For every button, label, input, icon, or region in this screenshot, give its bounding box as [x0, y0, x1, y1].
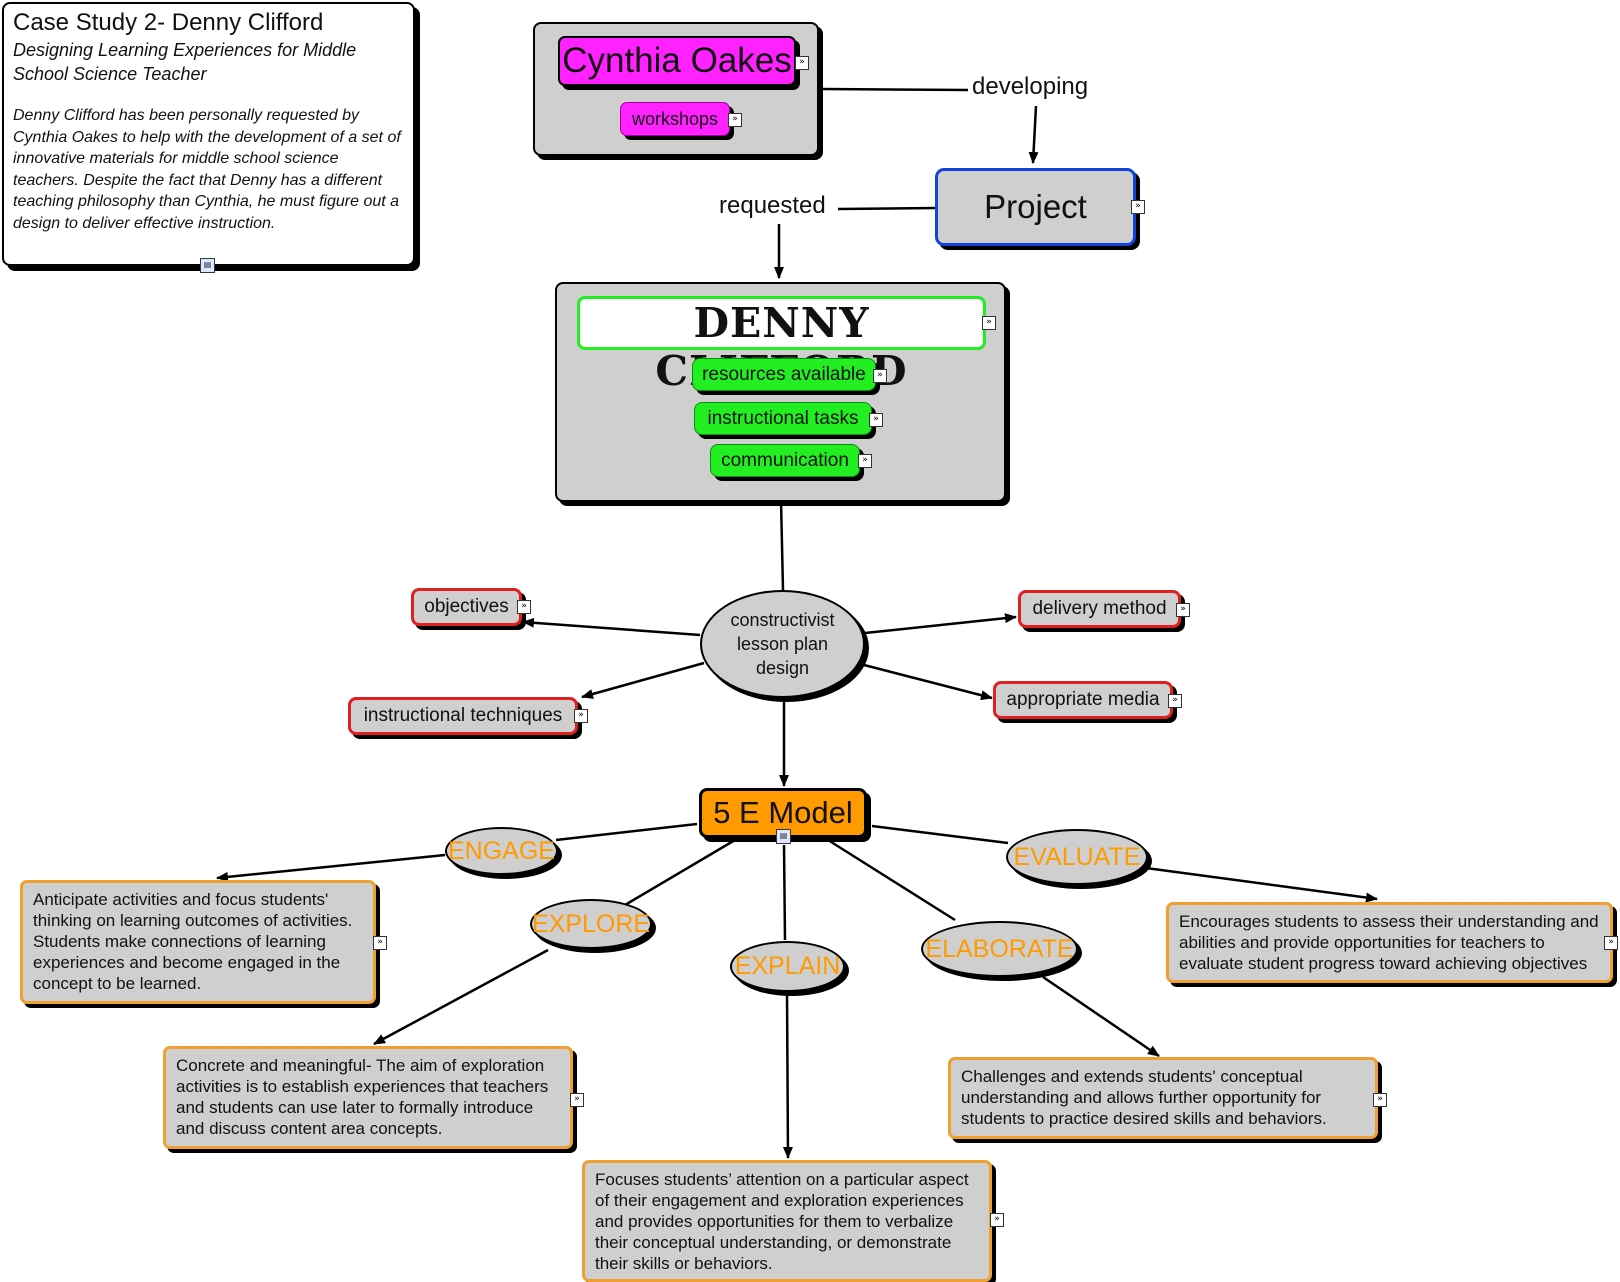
- explore-description-box[interactable]: Concrete and meaningful- The aim of expl…: [163, 1046, 573, 1149]
- expand-icon[interactable]: »: [795, 56, 809, 70]
- engage-node[interactable]: ENGAGE: [445, 827, 558, 875]
- line-model-evaluate: [871, 824, 1009, 845]
- line-engage-box: [216, 853, 446, 882]
- engage-description: Anticipate activities and focus students…: [33, 890, 353, 993]
- line-center-techniques: [581, 661, 705, 699]
- engage-label: ENGAGE: [448, 836, 555, 865]
- project-label: Project: [984, 188, 1087, 225]
- expand-icon[interactable]: »: [517, 600, 531, 614]
- evaluate-description: Encourages students to assess their unde…: [1179, 912, 1599, 973]
- resources-available-node[interactable]: resources available: [692, 358, 876, 391]
- five-e-model-label: 5 E Model: [713, 795, 853, 830]
- instructional-techniques-node[interactable]: instructional techniques: [348, 697, 578, 735]
- line-explore-box: [373, 948, 549, 1046]
- elaborate-node[interactable]: ELABORATE: [921, 921, 1078, 977]
- case-study-subtitle: Designing Learning Experiences for Middl…: [13, 40, 357, 84]
- line-elaborate-box: [1042, 975, 1160, 1058]
- link-label-developing: developing: [970, 73, 1091, 101]
- appropriate-media-node[interactable]: appropriate media: [993, 681, 1173, 719]
- line-model-explore: [624, 838, 736, 907]
- instructional-techniques-label: instructional techniques: [363, 705, 563, 726]
- communication-label: communication: [721, 450, 849, 471]
- expand-icon[interactable]: »: [990, 1213, 1004, 1227]
- expand-icon[interactable]: »: [574, 709, 588, 723]
- expand-icon[interactable]: »: [1373, 1093, 1387, 1107]
- line-model-engage: [555, 822, 698, 842]
- explore-description: Concrete and meaningful- The aim of expl…: [176, 1056, 549, 1138]
- elaborate-description-box[interactable]: Challenges and extends students' concept…: [948, 1057, 1378, 1139]
- resources-available-label: resources available: [702, 364, 866, 385]
- case-study-body: Denny Clifford has been personally reque…: [13, 107, 401, 232]
- instructional-tasks-label: instructional tasks: [707, 408, 859, 429]
- elaborate-description: Challenges and extends students' concept…: [961, 1067, 1327, 1128]
- expand-icon[interactable]: »: [1168, 694, 1182, 708]
- constructivist-design-node[interactable]: constructivist lesson plan design: [700, 590, 865, 698]
- workshops-label: workshops: [631, 109, 719, 129]
- engage-description-box[interactable]: Anticipate activities and focus students…: [20, 880, 376, 1004]
- line-center-objectives: [522, 617, 701, 637]
- expand-icon[interactable]: »: [869, 413, 883, 427]
- line-explain-box: [782, 991, 793, 1159]
- case-study-box: Case Study 2- Denny Clifford Designing L…: [2, 2, 415, 266]
- expand-icon[interactable]: »: [1131, 200, 1145, 214]
- delivery-method-label: delivery method: [1032, 598, 1167, 619]
- explain-description-box[interactable]: Focuses students’ attention on a particu…: [582, 1160, 992, 1282]
- cynthia-node[interactable]: Cynthia Oakes: [558, 36, 796, 86]
- case-study-title: Case Study 2- Denny Clifford: [13, 9, 324, 36]
- delivery-method-node[interactable]: delivery method: [1018, 590, 1181, 628]
- objectives-label: objectives: [424, 596, 509, 617]
- explain-description: Focuses students’ attention on a particu…: [595, 1170, 969, 1273]
- elaborate-label: ELABORATE: [925, 934, 1074, 963]
- appropriate-media-label: appropriate media: [1006, 689, 1160, 710]
- link-label-requested: requested: [717, 192, 828, 220]
- explain-label: EXPLAIN: [734, 952, 841, 980]
- cynthia-label: Cynthia Oakes: [562, 41, 792, 80]
- line-center-media: [863, 663, 993, 701]
- line-model-elaborate: [827, 838, 956, 922]
- constructivist-design-label: constructivist lesson plan design: [730, 610, 835, 678]
- expand-icon[interactable]: »: [1176, 603, 1190, 617]
- note-icon[interactable]: ▤: [776, 829, 791, 844]
- expand-icon[interactable]: »: [1604, 936, 1618, 950]
- instructional-tasks-node[interactable]: instructional tasks: [694, 402, 872, 435]
- line-project-requested: [837, 206, 937, 211]
- communication-node[interactable]: communication: [710, 444, 860, 477]
- project-node[interactable]: Project: [935, 168, 1136, 246]
- expand-icon[interactable]: »: [982, 316, 996, 330]
- expand-icon[interactable]: »: [373, 936, 387, 950]
- denny-node[interactable]: DENNY CLIFFORD: [577, 296, 986, 395]
- explain-node[interactable]: EXPLAIN: [730, 941, 845, 992]
- line-model-explain: [782, 844, 787, 941]
- explore-label: EXPLORE: [531, 909, 651, 938]
- note-icon[interactable]: ▤: [200, 258, 215, 273]
- line-developing-project: [1028, 105, 1039, 164]
- line-denny-center: [779, 499, 785, 591]
- evaluate-label: EVALUATE: [1013, 842, 1141, 871]
- line-center-delivery: [864, 613, 1017, 635]
- expand-icon[interactable]: »: [570, 1093, 584, 1107]
- line-cynthia-developing: [821, 87, 969, 92]
- evaluate-description-box[interactable]: Encourages students to assess their unde…: [1166, 902, 1613, 983]
- workshops-node[interactable]: workshops: [620, 102, 730, 136]
- expand-icon[interactable]: »: [873, 369, 887, 383]
- expand-icon[interactable]: »: [858, 454, 872, 468]
- objectives-node[interactable]: objectives: [411, 588, 522, 626]
- evaluate-node[interactable]: EVALUATE: [1006, 829, 1148, 885]
- explore-node[interactable]: EXPLORE: [530, 899, 652, 949]
- line-evaluate-box: [1145, 866, 1378, 903]
- expand-icon[interactable]: »: [728, 113, 742, 127]
